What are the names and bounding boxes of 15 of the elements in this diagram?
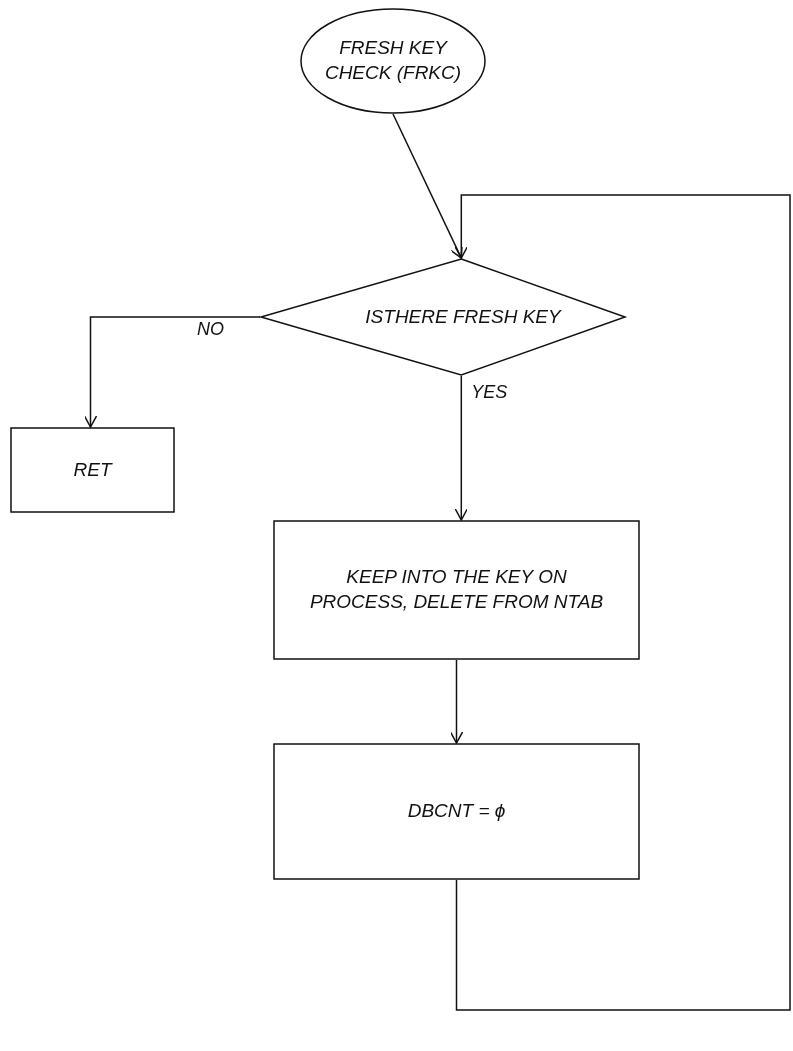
start-ellipse	[300, 8, 486, 114]
arrow	[449, 659, 464, 744]
process-box	[10, 427, 175, 513]
decision-diamond	[260, 258, 626, 376]
arrow	[392, 113, 463, 259]
process-box	[273, 520, 640, 660]
node-text: DBCNT = ϕ	[407, 799, 506, 824]
node-text: ISTHERE FRESH KEY	[365, 304, 561, 329]
node-text: KEEP INTO THE KEY ON PROCESS, DELETE FROM NTAB	[308, 565, 605, 614]
arrow	[454, 194, 791, 1011]
node-text: RET	[73, 457, 112, 482]
arrow	[83, 316, 261, 428]
arrow	[454, 375, 469, 521]
node-text: FRESH KEY CHECK (FRKC)	[323, 36, 463, 85]
process-box	[273, 743, 640, 880]
